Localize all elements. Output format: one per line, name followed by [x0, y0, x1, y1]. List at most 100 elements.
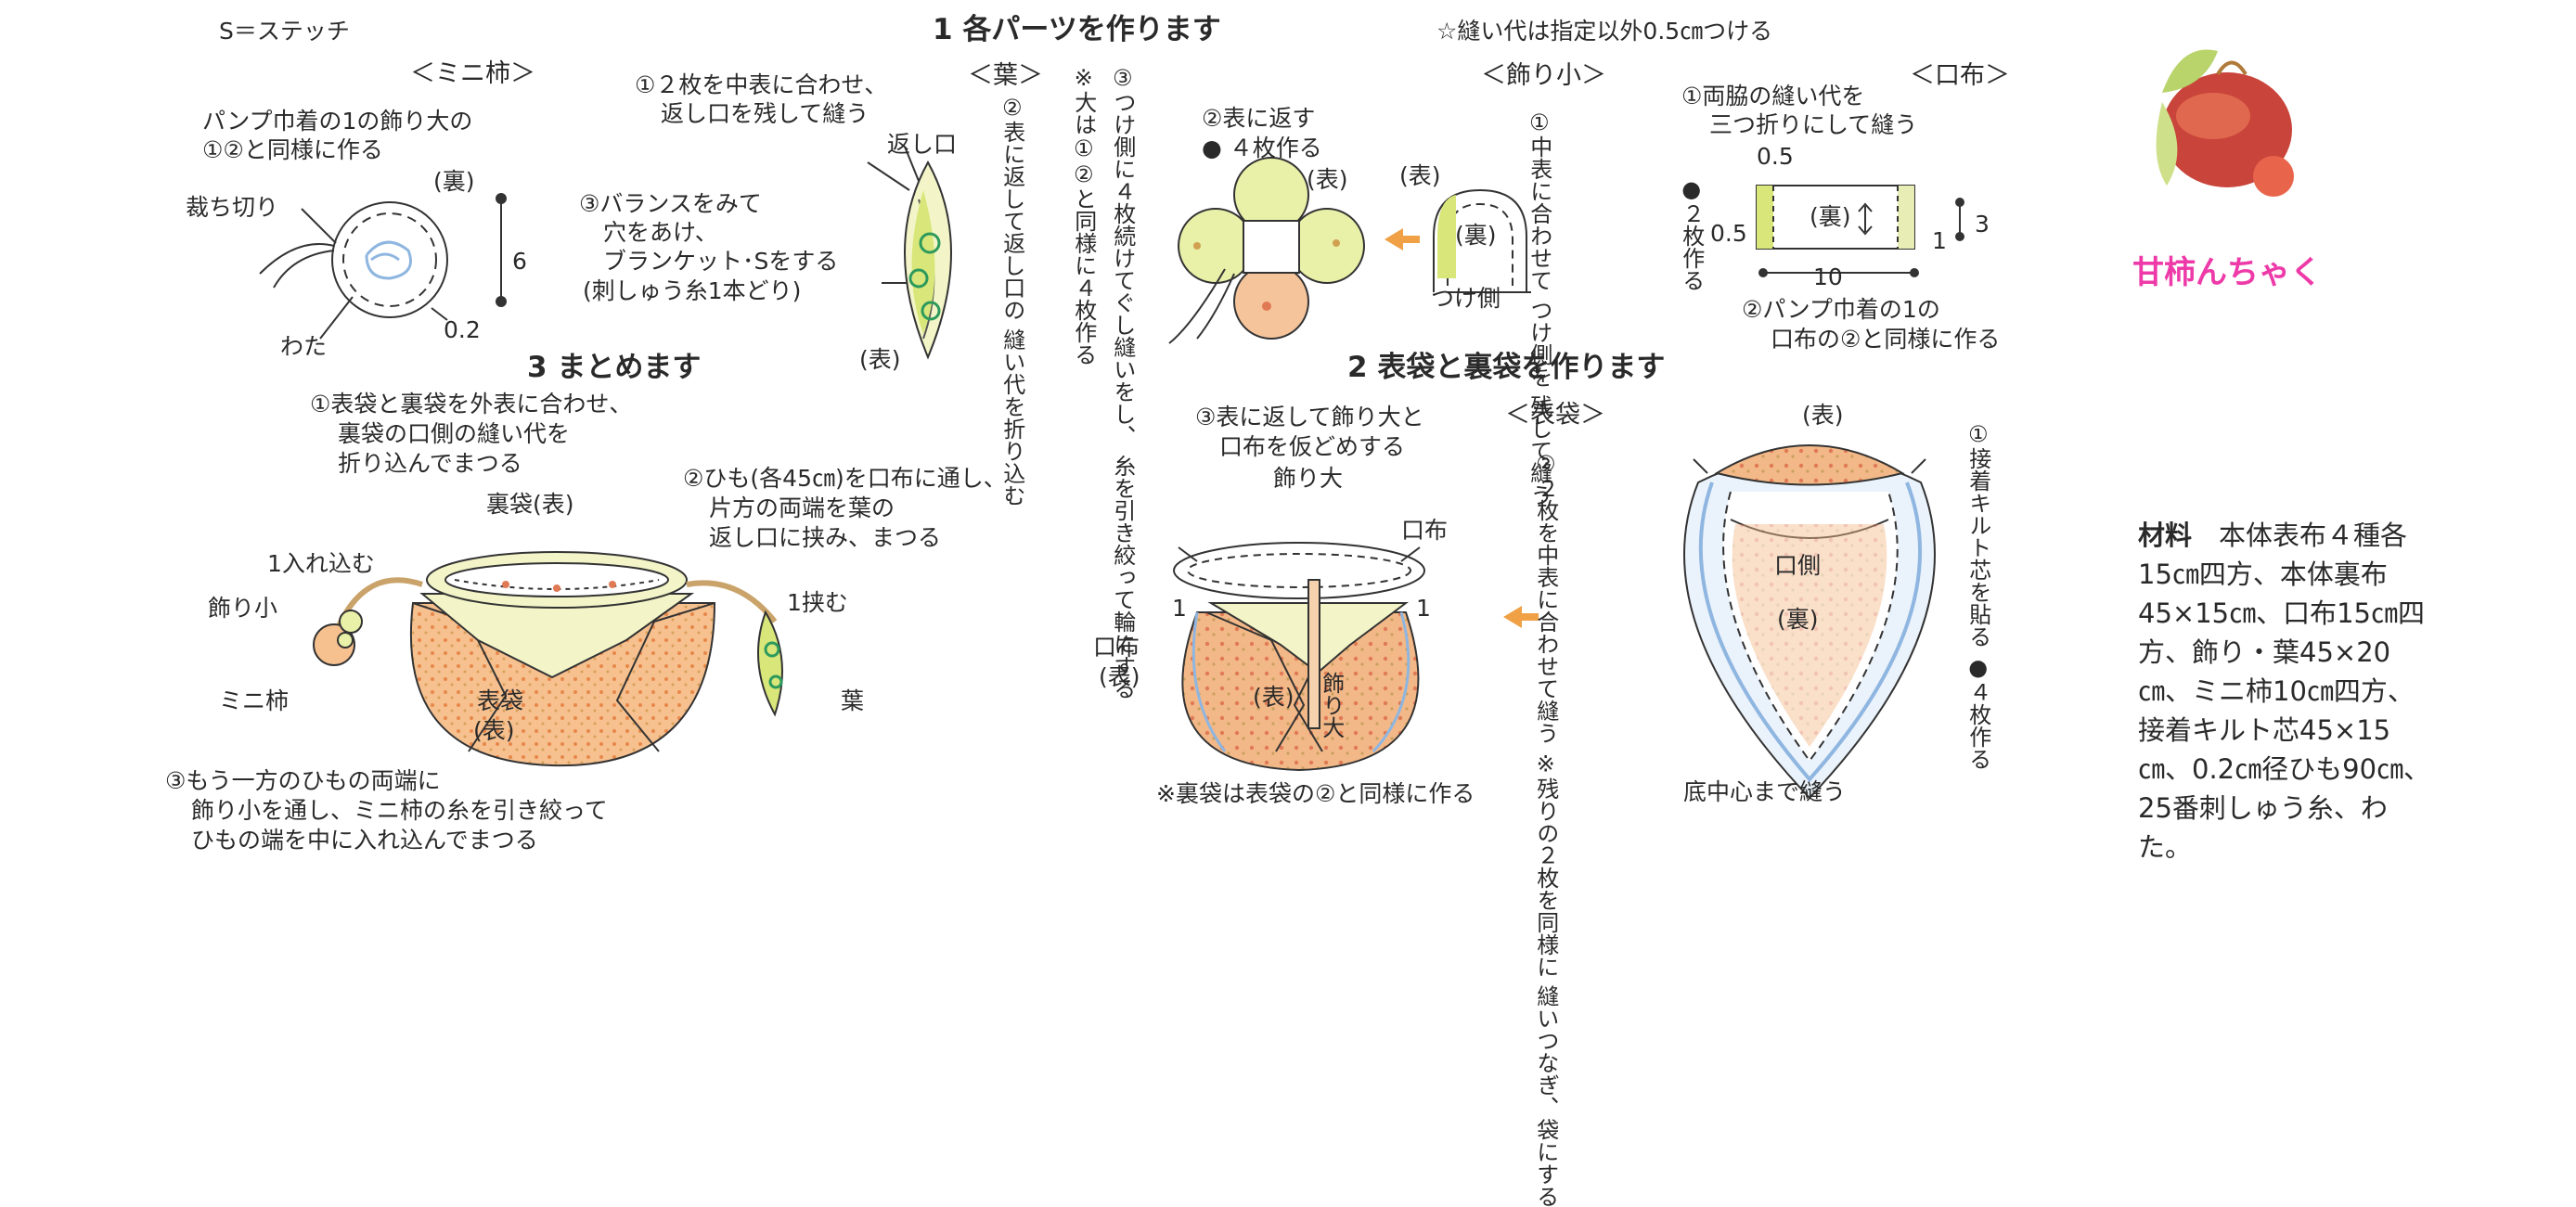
- materials-block: 材料 本体表布４種各15㎝四方、本体裏布45×15㎝、口布15㎝四方、飾り・葉4…: [2138, 516, 2435, 867]
- assembly-step3-2: 飾り小を通し、ミニ柿の糸を引き絞って: [191, 797, 608, 824]
- illustration-layer: [259, 49, 2294, 800]
- mouth-cloth-dim-05a: 0.5: [1757, 143, 1794, 170]
- panels-bottom-note: 底中心まで縫う: [1683, 778, 1847, 805]
- product-title: 甘柿んちゃく: [2132, 254, 2322, 291]
- minikaki-note-1: パンプ巾着の1の飾り大の: [202, 108, 473, 135]
- inner-pouch-note: ※裏袋は表袋の②と同様に作る: [1156, 780, 1475, 807]
- outer-omote: (表): [1253, 684, 1294, 711]
- decor-large-omote: (表): [1307, 166, 1348, 193]
- materials-text: 本体表布４種各15㎝四方、本体裏布45×15㎝、口布15㎝四方、飾り・葉45×2…: [2138, 520, 2431, 864]
- minikaki-diagram: [259, 193, 507, 340]
- outer-decor-large-vertical: 飾り大: [1317, 672, 1346, 764]
- minikaki-ura-label: (裏): [433, 168, 475, 195]
- leaf-step2-vertical: ②表に返して返し口の 縫い代を折り込む: [998, 95, 1026, 507]
- decor-large-note-line: ※大は①②と同様に４枚作る: [1070, 65, 1097, 366]
- assembly-step2-3: 返し口に挟み、まつる: [709, 524, 942, 551]
- mouth-cloth-title: ＜口布＞: [1910, 61, 2010, 90]
- assembly-minikaki: ミニ柿: [219, 687, 290, 714]
- decor-small-diagram: [1433, 188, 1531, 293]
- outer-kuchinuno-omote-1: 口布: [1093, 634, 1140, 661]
- panels-step1-line2: ●４枚作る: [1964, 654, 1991, 770]
- outer-decor-large-v: 飾り大: [1318, 672, 1345, 738]
- minikaki-note-2: ①②と同様に作る: [202, 136, 383, 163]
- leaf-step3-1: ③バランスをみて: [579, 190, 762, 217]
- decor-large-step3-line1: ③つけ側に４枚続けてぐし縫いをし、: [1109, 65, 1136, 447]
- legend-stitch: S＝ステッチ: [219, 18, 350, 45]
- outer-kuchinuno: 口布: [1401, 517, 1449, 544]
- assembly-leaf: 葉: [841, 687, 865, 714]
- assembly-omotebukuro-1: 表袋: [477, 687, 524, 714]
- mouth-cloth-dim-3: 3: [1975, 211, 1990, 238]
- outer-kuchinuno-omote-2: (表): [1099, 663, 1140, 690]
- assembly-step2-1: ②ひも(各45㎝)を口布に通し、: [683, 465, 1007, 492]
- outer-one-left: 1: [1172, 595, 1187, 622]
- assembled-pouch-diagram: [313, 551, 783, 767]
- decor-small-step1-line3: 残して縫う: [1526, 394, 1552, 507]
- leaf-diagram: [867, 146, 952, 360]
- decor-small-step1-vertical: ①中表に合わせて つけ側を 残して縫う: [1525, 109, 1553, 506]
- leaf-step1-1: ①２枚を中表に合わせ、: [635, 71, 888, 98]
- assembly-ireko: 1入れ込む: [267, 550, 375, 577]
- decor-small-title: ＜飾り小＞: [1481, 61, 1606, 90]
- panels-step2-line2: ※残りの２枚を同様に: [1532, 751, 1559, 978]
- assembly-omotebukuro-2: (表): [473, 717, 515, 744]
- section-3-title: 3 まとめます: [527, 351, 702, 384]
- leaf-step2-line2: 縫い代を折り込む: [998, 327, 1025, 507]
- mouth-cloth-step1-2: 三つ折りにして縫う: [1709, 111, 1918, 138]
- materials-label: 材料: [2138, 520, 2193, 551]
- mouth-cloth-step2-2: 口布の②と同様に作る: [1771, 326, 2001, 353]
- assembly-step1-2: 裏袋の口側の縫い代を: [338, 420, 571, 447]
- mouth-cloth-dim-1: 1: [1932, 227, 1947, 254]
- panels-step2-line1: ②２枚を中表に合わせて縫う: [1532, 451, 1559, 744]
- section-2-title: 2 表袋と裏袋を作ります: [1347, 351, 1666, 384]
- assembly-step1-3: 折り込んでまつる: [338, 450, 522, 477]
- mouth-cloth-dim-10: 10: [1813, 263, 1843, 290]
- outer-pouch-title: ＜表袋＞: [1505, 401, 1605, 430]
- mouth-cloth-diagram: [1756, 185, 1964, 277]
- assembly-urabukuro: 裏袋(表): [486, 491, 574, 518]
- assembly-step2-2: 片方の両端を葉の: [709, 494, 895, 521]
- mouth-cloth-made-vertical: ●２枚作る: [1677, 176, 1706, 297]
- mouth-cloth-made: ●２枚作る: [1678, 176, 1705, 291]
- decor-large-step3-vertical: ③つけ側に４枚続けてぐし縫いをし、 糸を引き絞って輪にする: [1108, 65, 1137, 700]
- assembly-step3-1: ③もう一方のひもの両端に: [165, 767, 441, 794]
- assembly-decor-small: 飾り小: [208, 595, 278, 622]
- leaf-omote: (表): [859, 346, 901, 373]
- leaf-title: ＜葉＞: [968, 61, 1043, 90]
- outer-one-right: 1: [1416, 595, 1431, 622]
- mouth-cloth-step1-1: ①両脇の縫い代を: [1681, 83, 1865, 109]
- leaf-step3-4: (刺しゅう糸1本どり): [583, 277, 802, 304]
- outer-pouch-diagram: [1173, 542, 1425, 772]
- decor-small-step1-line1: ①中表に合わせて: [1526, 109, 1552, 291]
- leaf-step1-2: 返し口を残して縫う: [661, 100, 869, 127]
- minikaki-cut-label: 裁ち切り: [186, 194, 279, 221]
- decor-large-diagram: [1168, 157, 1365, 344]
- panels-diagram: [1683, 444, 1936, 800]
- panels-step2-line3: 縫いつなぎ、袋にする: [1532, 984, 1559, 1207]
- mouth-cloth-ura: (裏): [1810, 203, 1851, 230]
- panels-kuchigawa: 口側: [1774, 552, 1822, 579]
- minikaki-dim-6: 6: [512, 248, 527, 275]
- panels-step1-vertical: ①接着キルト芯を貼る ●４枚作る: [1964, 421, 1992, 811]
- leaf-step2-line1: ②表に返して返し口の: [998, 95, 1025, 321]
- decor-small-ura: (裏): [1455, 222, 1497, 249]
- assembly-hasamu: 1挟む: [787, 589, 848, 616]
- outer-step3-2: 口布を仮どめする: [1219, 433, 1406, 460]
- leaf-step3-2: 穴をあけ、: [603, 219, 718, 246]
- decor-large-step2-1: ②表に返す: [1202, 105, 1316, 132]
- decor-large-step2-2: ● ４枚作る: [1202, 135, 1322, 161]
- minikaki-title: ＜ミニ柿＞: [410, 59, 535, 88]
- outer-decor-large: 飾り大: [1273, 465, 1344, 492]
- arrow-icon: [1385, 228, 1420, 250]
- product-photo: [2156, 49, 2294, 197]
- assembly-step3-3: ひもの端を中に入れ込んでまつる: [191, 827, 538, 854]
- panels-ura: (裏): [1777, 606, 1819, 633]
- legend-seam-allowance: ☆縫い代は指定以外0.5㎝つける: [1436, 18, 1773, 45]
- decor-large-note-vertical: ※大は①②と同様に４枚作る: [1069, 65, 1098, 482]
- minikaki-dim-02: 0.2: [444, 316, 481, 343]
- decor-small-step1-line2: つけ側を: [1526, 298, 1552, 388]
- panels-step1-line1: ①接着キルト芯を貼る: [1964, 421, 1991, 648]
- section-1-title: 1 各パーツを作ります: [933, 13, 1221, 46]
- decor-large-step3-line2: 糸を引き絞って輪にする: [1109, 454, 1136, 700]
- mouth-cloth-dim-05b: 0.5: [1710, 220, 1747, 247]
